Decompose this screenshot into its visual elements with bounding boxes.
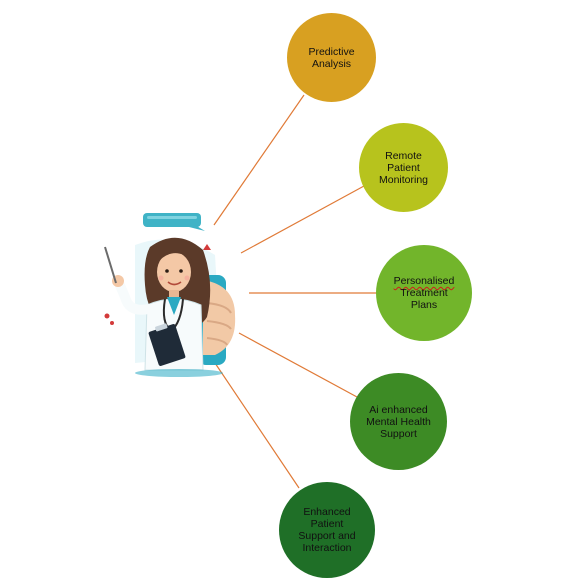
node-text-line: Treatment	[400, 287, 448, 299]
node-text-line: Remote	[385, 149, 422, 162]
connector-remote	[240, 185, 365, 254]
connector-predictive	[213, 94, 305, 226]
node-label-enhanced-patient-support-interaction: Enhanced Patient Support and Interaction	[290, 506, 363, 554]
node-text-line: Plans	[410, 299, 438, 311]
node-label-ai-enhanced-mental-health-support: Ai enhanced Mental Health Support	[358, 404, 439, 440]
node-enhanced-patient-support-interaction: Enhanced Patient Support and Interaction	[279, 482, 375, 578]
node-label-remote-patient-monitoring: Remote Patient Monitoring	[371, 150, 436, 186]
node-text-line: Support and	[298, 530, 356, 542]
node-text-line: Predictive	[308, 45, 355, 58]
node-label-personalised-treatment-plans: Personalised Treatment Plans	[386, 275, 463, 311]
connector-mental	[238, 332, 358, 398]
node-text-line: Patient	[387, 161, 420, 174]
node-ai-enhanced-mental-health-support: Ai enhanced Mental Health Support	[350, 373, 447, 470]
node-predictive-analysis: Predictive Analysis	[287, 13, 376, 102]
node-text-line: Interaction	[302, 542, 352, 554]
node-text-line: Patient	[310, 518, 344, 530]
connector-enhanced	[214, 362, 300, 489]
node-text-line: Ai enhanced	[369, 403, 428, 416]
node-label-predictive-analysis: Predictive Analysis	[300, 46, 362, 70]
node-remote-patient-monitoring: Remote Patient Monitoring	[359, 123, 448, 212]
node-text-line: Mental Health	[366, 415, 431, 428]
node-text-line: Analysis	[311, 57, 352, 70]
node-personalised-treatment-plans: Personalised Treatment Plans	[376, 245, 472, 341]
node-text-line: Personalised	[393, 275, 455, 287]
node-text-line: Enhanced	[303, 506, 351, 518]
node-text-line: Support	[380, 427, 417, 440]
doctor-illustration-icon	[104, 213, 236, 377]
node-text-line: Monitoring	[378, 173, 429, 186]
